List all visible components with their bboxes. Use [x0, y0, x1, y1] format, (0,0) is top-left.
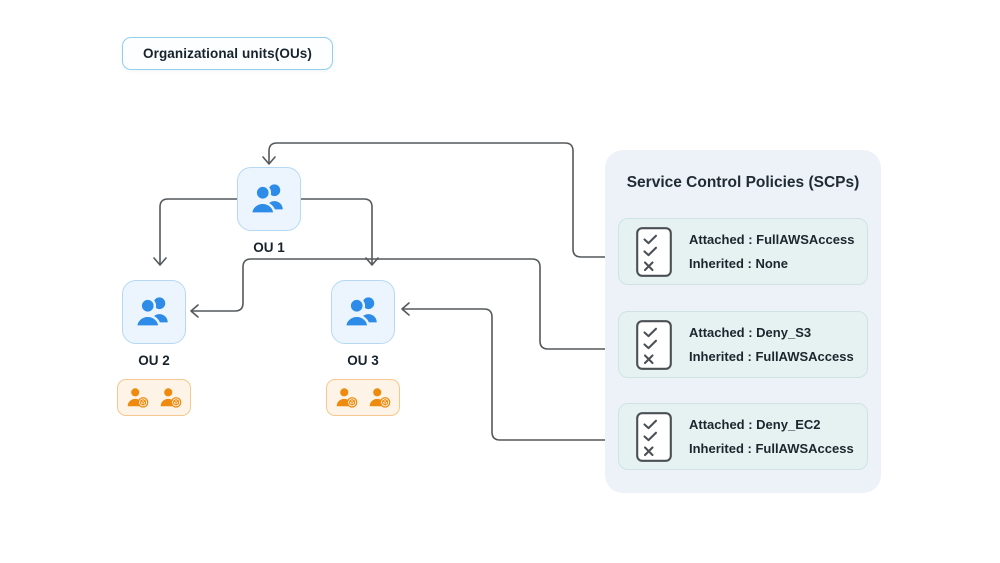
connector-scp3-to-ou3: [402, 308, 619, 441]
users-group-icon: [134, 297, 168, 328]
arrowhead-ou3-top: [365, 257, 379, 266]
scp-panel: Service Control Policies (SCPs) Attached…: [605, 150, 881, 493]
connector-scp2-to-ou2: [191, 258, 619, 350]
policy-checklist-icon: [636, 226, 672, 277]
scp3-attached: Attached : Deny_EC2: [689, 417, 821, 432]
connector-ou1-to-ou3: [300, 198, 373, 265]
scp2-inherited: Inherited : FullAWSAccess: [689, 349, 854, 364]
ou1-node: [237, 167, 301, 231]
ou1-label: OU 1: [253, 240, 285, 255]
legend-organizational-units: Organizational units(OUs): [122, 37, 333, 70]
arrowhead-ou1: [262, 156, 276, 165]
arrowhead-ou3-right: [401, 302, 410, 316]
connector-ou1-to-ou2: [159, 198, 238, 265]
ou2-node: [122, 280, 186, 344]
ou3-accounts-box: [326, 379, 400, 416]
connector-scp1-to-ou1: [268, 142, 619, 258]
scp-card-deny-s3: Attached : Deny_S3 Inherited : FullAWSAc…: [618, 311, 868, 378]
user-with-cube-icon: [160, 388, 181, 408]
arrowhead-ou2-top: [153, 257, 167, 266]
users-group-icon: [343, 297, 377, 328]
scp-card-deny-ec2: Attached : Deny_EC2 Inherited : FullAWSA…: [618, 403, 868, 470]
legend-label: Organizational units(OUs): [142, 46, 312, 61]
scp1-inherited: Inherited : None: [689, 256, 788, 271]
user-with-cube-icon: [336, 388, 357, 408]
ou2-accounts-box: [117, 379, 191, 416]
scp-card-fullawsaccess: Attached : FullAWSAccess Inherited : Non…: [618, 218, 868, 285]
scp-panel-title: Service Control Policies (SCPs): [626, 174, 860, 191]
users-group-icon: [249, 184, 283, 215]
user-with-cube-icon: [127, 388, 148, 408]
policy-checklist-icon: [636, 411, 672, 462]
ou2-label: OU 2: [138, 353, 170, 368]
scp1-attached: Attached : FullAWSAccess: [689, 232, 855, 247]
policy-checklist-icon: [636, 319, 672, 370]
user-with-cube-icon: [369, 388, 390, 408]
ou3-label: OU 3: [347, 353, 379, 368]
arrowhead-ou2-right: [190, 304, 199, 318]
scp2-attached: Attached : Deny_S3: [689, 325, 812, 340]
scp3-inherited: Inherited : FullAWSAccess: [689, 441, 854, 456]
ou3-node: [331, 280, 395, 344]
